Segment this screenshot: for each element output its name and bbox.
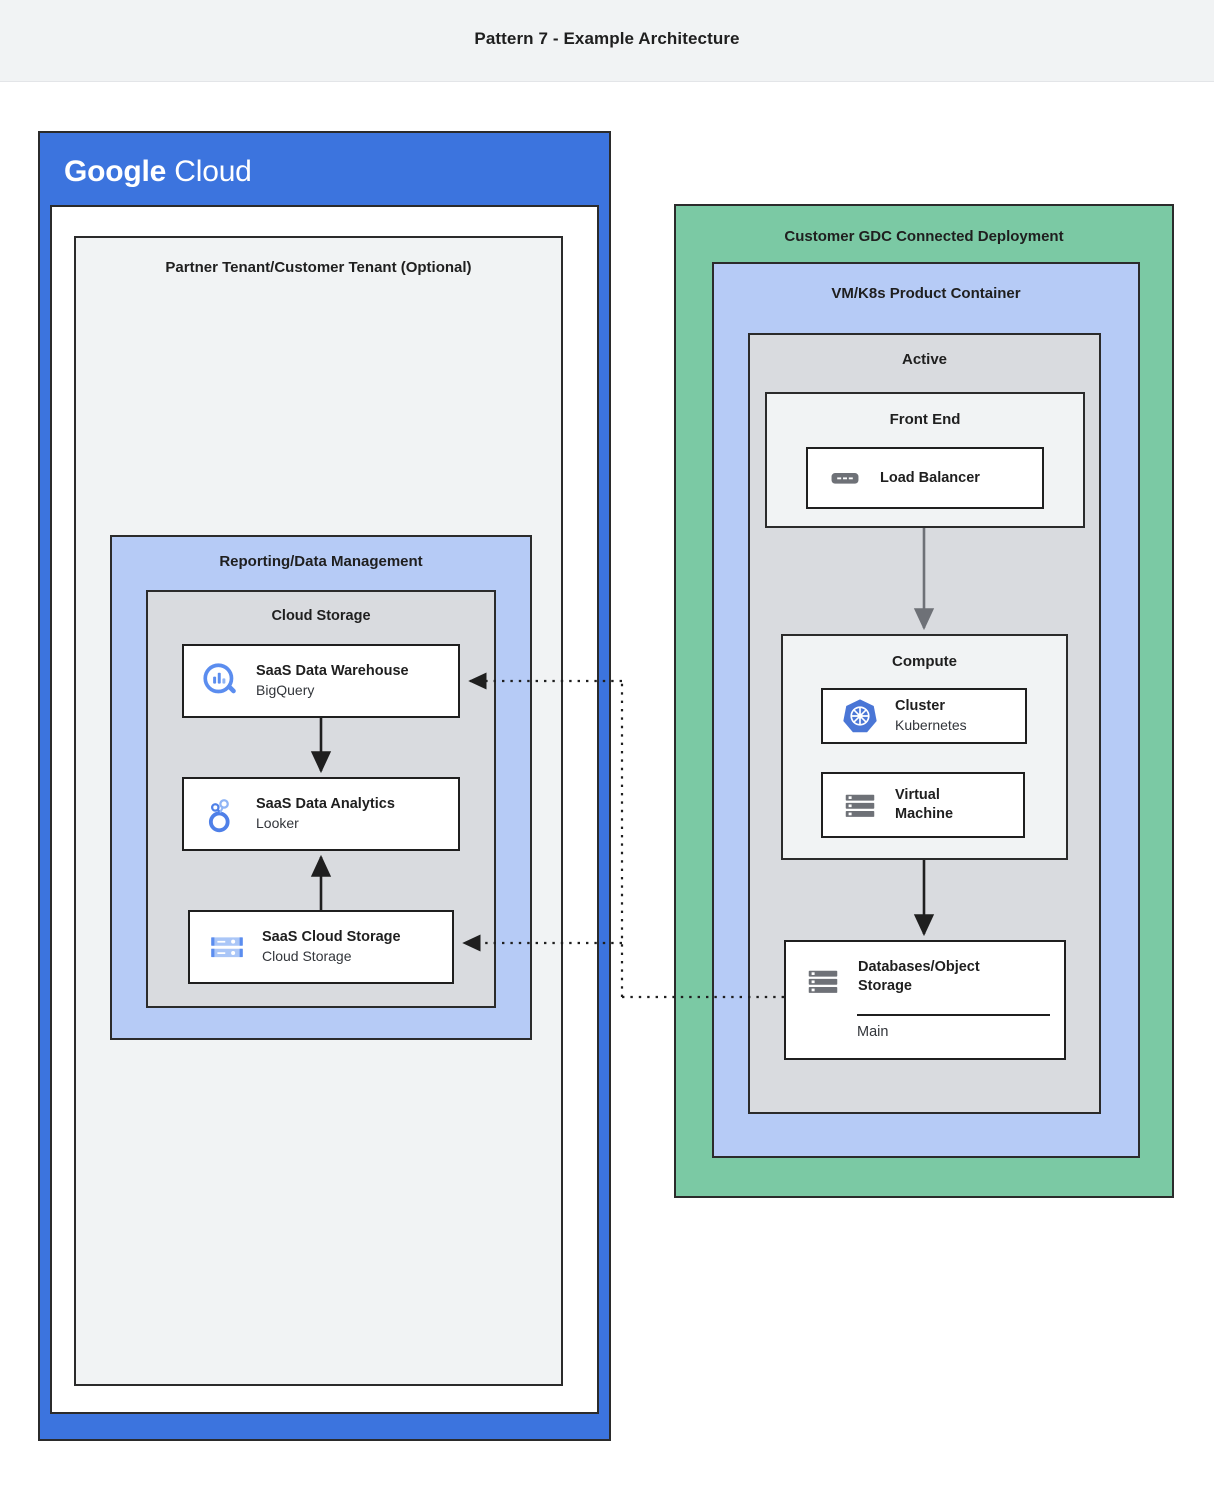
card-title: SaaS Cloud Storage	[262, 929, 401, 946]
front-end-title: Front End	[889, 411, 961, 428]
card-subtitle: BigQuery	[256, 681, 315, 698]
card-text-group: Load Balancer	[880, 469, 980, 488]
card-virtual-machine[interactable]: Virtual Machine	[821, 772, 1025, 838]
card-text-group: Cluster Kubernetes	[895, 697, 967, 735]
partner-tenant-title: Partner Tenant/Customer Tenant (Optional…	[165, 259, 472, 276]
card-saas-data-warehouse[interactable]: SaaS Data Warehouse BigQuery	[182, 644, 460, 718]
database-icon	[800, 958, 846, 1004]
card-text-group: SaaS Data Analytics Looker	[256, 795, 395, 833]
card-subtitle: Cloud Storage	[262, 947, 352, 964]
card-subtitle: Kubernetes	[895, 716, 967, 733]
card-divider	[857, 1014, 1050, 1016]
card-title: SaaS Data Analytics	[256, 796, 395, 813]
cloud-storage-group-title: Cloud Storage	[271, 608, 371, 624]
card-databases-object-storage[interactable]: Databases/Object Storage Main	[784, 940, 1066, 1060]
card-subtitle: Looker	[256, 814, 299, 831]
customer-gdc-deployment-title: Customer GDC Connected Deployment	[784, 228, 1064, 245]
page-title: Pattern 7 - Example Architecture	[474, 29, 740, 48]
card-cluster[interactable]: Cluster Kubernetes	[821, 688, 1027, 744]
card-header-row: Databases/Object Storage	[786, 942, 1064, 1004]
cloud-storage-icon	[204, 924, 250, 970]
load-balancer-icon	[822, 455, 868, 501]
reporting-data-management-title: Reporting/Data Management	[219, 553, 423, 570]
virtual-machine-icon	[837, 782, 883, 828]
kubernetes-icon	[837, 693, 883, 739]
card-text-group: SaaS Cloud Storage Cloud Storage	[262, 928, 401, 966]
card-saas-data-analytics[interactable]: SaaS Data Analytics Looker	[182, 777, 460, 851]
database-instance-label: Main	[857, 1024, 889, 1040]
card-text-group: Databases/Object Storage	[858, 958, 1028, 996]
compute-title: Compute	[892, 653, 957, 670]
bigquery-icon	[198, 658, 244, 704]
google-cloud-logo: Google Cloud	[64, 155, 252, 189]
active-title: Active	[901, 351, 948, 368]
card-text-group: SaaS Data Warehouse BigQuery	[256, 662, 409, 700]
card-title: Cluster	[895, 698, 945, 715]
google-cloud-logo-light: Cloud	[174, 155, 252, 188]
looker-icon	[198, 791, 244, 837]
vm-k8s-product-container-title: VM/K8s Product Container	[831, 285, 1021, 302]
card-title: Load Balancer	[880, 469, 980, 486]
card-title: SaaS Data Warehouse	[256, 663, 409, 680]
card-load-balancer[interactable]: Load Balancer	[806, 447, 1044, 509]
card-title: Virtual Machine	[895, 787, 954, 822]
card-text-group: Virtual Machine	[895, 786, 953, 824]
card-saas-cloud-storage[interactable]: SaaS Cloud Storage Cloud Storage	[188, 910, 454, 984]
card-title: Databases/Object Storage	[858, 959, 980, 994]
google-cloud-logo-bold: Google	[64, 155, 167, 188]
title-bar: Pattern 7 - Example Architecture	[0, 0, 1214, 82]
